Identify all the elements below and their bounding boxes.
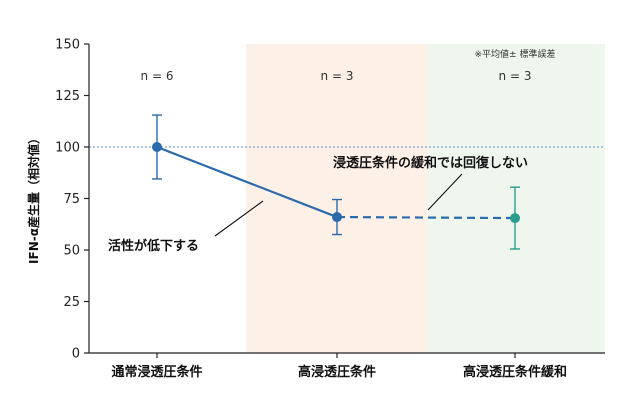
data-point xyxy=(332,212,342,223)
x-tick-label: 高浸透圧条件緩和 xyxy=(463,364,567,380)
y-tick-label: 50 xyxy=(63,244,80,259)
y-tick-label: 100 xyxy=(55,141,80,156)
data-point xyxy=(510,213,520,224)
note-mean-se: ※平均値± 標準誤差 xyxy=(475,48,556,60)
series-line-solid xyxy=(156,145,338,219)
data-points xyxy=(152,142,520,224)
y-ticks: 0 25 50 75 100 125 150 xyxy=(55,38,89,362)
band-relaxed-osmolarity xyxy=(427,44,605,353)
y-tick-label: 75 xyxy=(63,192,80,207)
series-line-dashed xyxy=(336,215,516,220)
x-tick-label: 高浸透圧条件 xyxy=(298,364,376,380)
n-label-high: n = 3 xyxy=(321,69,354,83)
y-tick-label: 150 xyxy=(55,38,80,53)
annotation-pointer-no-recovery xyxy=(427,173,463,211)
annotation-pointer-decrease xyxy=(214,200,264,237)
data-point xyxy=(152,142,162,152)
y-tick-label: 125 xyxy=(55,89,80,104)
annotation-decrease: 活性が低下する xyxy=(108,238,199,254)
n-label-relaxed: n = 3 xyxy=(499,69,532,83)
y-tick-label: 0 xyxy=(72,347,80,362)
annotation-no-recovery: 浸透圧条件の緩和では回復しない xyxy=(333,155,528,171)
x-tick-label: 通常浸透圧条件 xyxy=(111,364,202,380)
n-label-normal: n = 6 xyxy=(141,69,174,83)
y-axis-label: IFN-α産生量（相対値） xyxy=(26,132,41,264)
band-high-osmolarity xyxy=(246,44,427,353)
x-ticks: 通常浸透圧条件 高浸透圧条件 高浸透圧条件緩和 xyxy=(111,353,567,380)
y-tick-label: 25 xyxy=(63,295,80,310)
